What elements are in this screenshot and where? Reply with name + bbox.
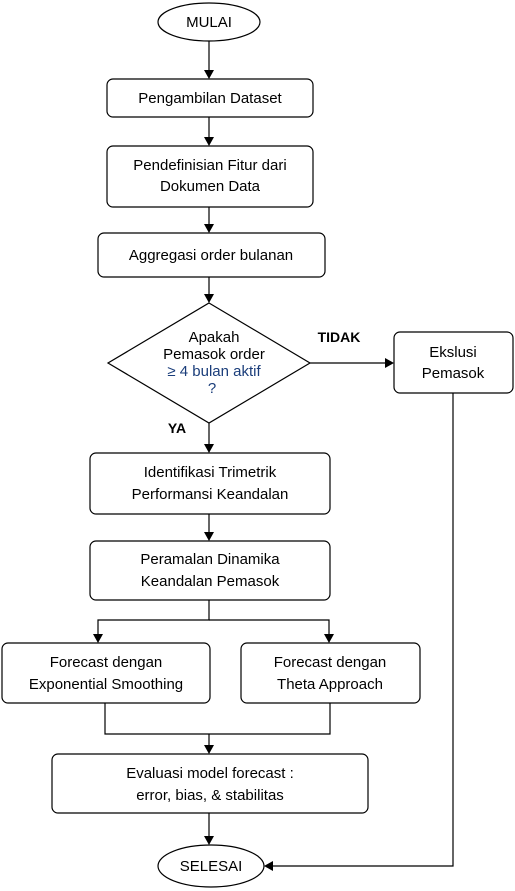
arrowhead-end-right [264, 861, 273, 871]
node-decision: Apakah Pemasok order ≥ 4 bulan aktif ? [106, 302, 312, 424]
node-eval: Evaluasi model forecast : error, bias, &… [51, 753, 369, 814]
connectors [93, 41, 454, 871]
terminator-start [157, 2, 261, 42]
decision-label-line1: Apakah [189, 329, 240, 346]
arrowhead-forecast-a [93, 634, 103, 643]
node-step3: Aggregasi order bulanan [97, 232, 326, 278]
step2-label-line2: Dokumen Data [160, 178, 261, 195]
exclude-label-line2: Pemasok [422, 365, 485, 382]
start-label: MULAI [186, 14, 232, 31]
terminator-end [157, 844, 265, 888]
node-step4: Identifikasi Trimetrik Performansi Keand… [89, 452, 331, 515]
step4-label-line2: Performansi Keandalan [132, 486, 289, 503]
process-box-forecast-a [1, 642, 211, 704]
edge-step5-split-right [209, 619, 330, 634]
edge-forecast-a-merge [104, 703, 209, 735]
eval-label-line1: Evaluasi model forecast : [126, 765, 294, 782]
arrowhead-decision [204, 294, 214, 303]
arrowhead-forecast-b [324, 634, 334, 643]
node-step5: Peramalan Dinamika Keandalan Pemasok [89, 540, 331, 601]
arrowhead-eval [204, 745, 214, 754]
step1-label: Pengambilan Dataset [138, 90, 282, 107]
step5-label-line1: Peramalan Dinamika [140, 551, 280, 568]
arrowhead-exclude [385, 358, 394, 368]
forecast-b-label-line1: Forecast dengan [274, 654, 387, 671]
step3-label: Aggregasi order bulanan [129, 247, 293, 264]
process-box-step1 [106, 78, 314, 118]
step5-label-line2: Keandalan Pemasok [141, 573, 280, 590]
eval-label-line2: error, bias, & stabilitas [136, 787, 284, 804]
node-exclude: Ekslusi Pemasok [393, 331, 514, 394]
no-branch-label: TIDAK [318, 329, 361, 345]
node-end: SELESAI [157, 844, 265, 888]
process-box-step5 [89, 540, 331, 601]
process-box-eval [51, 753, 369, 814]
arrowhead-step4 [204, 444, 214, 453]
node-step1: Pengambilan Dataset [106, 78, 314, 118]
end-label: SELESAI [180, 858, 243, 875]
decision-diamond [106, 302, 312, 424]
edge-step5-split [97, 600, 210, 634]
arrowhead-step1 [204, 70, 214, 79]
decision-label-line4: ? [208, 380, 216, 397]
process-box-step3 [97, 232, 326, 278]
arrowhead-step2 [204, 137, 214, 146]
node-step2: Pendefinisian Fitur dari Dokumen Data [106, 145, 314, 208]
yes-branch-label: YA [168, 420, 186, 436]
node-forecast-b: Forecast dengan Theta Approach [240, 642, 421, 704]
arrowhead-end [204, 836, 214, 845]
process-box-step4 [89, 452, 331, 515]
decision-label-line2: Pemasok order [163, 346, 265, 363]
exclude-label-line1: Ekslusi [429, 344, 477, 361]
forecast-a-label-line1: Forecast dengan [50, 654, 163, 671]
process-box-exclude [393, 331, 514, 394]
step4-label-line1: Identifikasi Trimetrik [144, 464, 277, 481]
process-box-step2 [106, 145, 314, 208]
forecast-b-label-line2: Theta Approach [277, 676, 383, 693]
process-box-forecast-b [240, 642, 421, 704]
decision-label-line3: ≥ 4 bulan aktif [167, 363, 261, 380]
edge-forecast-b-merge [209, 703, 331, 735]
node-start: MULAI [157, 2, 261, 42]
arrowhead-step3 [204, 224, 214, 233]
arrowhead-step5 [204, 532, 214, 541]
step2-label-line1: Pendefinisian Fitur dari [133, 157, 286, 174]
edge-exclude-to-end [273, 393, 454, 867]
forecast-a-label-line2: Exponential Smoothing [29, 676, 183, 693]
node-forecast-a: Forecast dengan Exponential Smoothing [1, 642, 211, 704]
